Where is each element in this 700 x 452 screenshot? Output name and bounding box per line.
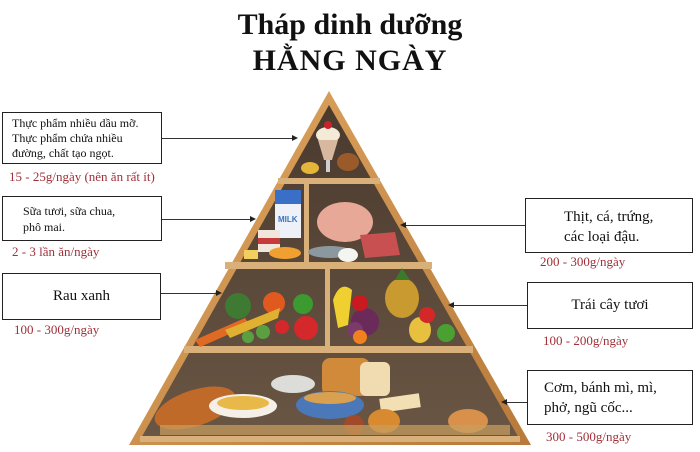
amount-grains: 300 - 500g/ngày bbox=[546, 429, 632, 444]
label-line: Rau xanh bbox=[52, 288, 111, 304]
amount-dairy: 2 - 3 lần ăn/ngày bbox=[12, 244, 100, 259]
connector-line bbox=[406, 225, 525, 226]
label-line: đường, chất tạo ngọt. bbox=[12, 146, 114, 160]
connector-line bbox=[507, 402, 527, 403]
svg-text:MILK: MILK bbox=[278, 215, 298, 224]
dairy-food-group: MILK bbox=[244, 190, 301, 259]
label-box-dairy: Sữa tươi, sữa chua, phô mai. bbox=[2, 196, 162, 241]
label-line: Sữa tươi, sữa chua, bbox=[23, 204, 116, 218]
arrow-icon bbox=[250, 216, 256, 222]
label-line: Trái cây tươi bbox=[571, 297, 649, 313]
arrow-icon bbox=[400, 222, 406, 228]
fruits-food-group bbox=[333, 268, 455, 344]
label-line: Thực phẩm chứa nhiều bbox=[12, 131, 123, 145]
label-box-fats-sweets: Thực phẩm nhiều dầu mỡ. Thực phẩm chứa n… bbox=[2, 112, 162, 164]
amount-fats-sweets: 15 - 25g/ngày (nên ăn rất ít) bbox=[9, 169, 155, 184]
label-box-grains: Cơm, bánh mì, mì, phở, ngũ cốc... bbox=[527, 370, 693, 425]
page-title: Tháp dinh dưỡng bbox=[237, 8, 463, 41]
label-box-fruits: Trái cây tươi bbox=[527, 282, 693, 329]
label-line: Cơm, bánh mì, mì, bbox=[544, 380, 657, 396]
connector-line bbox=[162, 138, 292, 139]
vegetables-food-group bbox=[195, 292, 318, 347]
amount-fruits: 100 - 200g/ngày bbox=[543, 333, 629, 348]
label-box-vegetables: Rau xanh bbox=[2, 273, 161, 320]
page-subtitle: HẰNG NGÀY bbox=[252, 44, 448, 77]
label-line: Thực phẩm nhiều dầu mỡ. bbox=[12, 116, 139, 130]
label-line: phở, ngũ cốc... bbox=[544, 400, 633, 416]
arrow-icon bbox=[292, 135, 298, 141]
label-line: phô mai. bbox=[23, 220, 65, 234]
sweets-food-group bbox=[301, 121, 359, 174]
arrow-icon bbox=[501, 399, 507, 405]
label-line: các loại đậu. bbox=[564, 229, 640, 245]
protein-food-group bbox=[308, 202, 400, 262]
label-box-protein: Thịt, cá, trứng, các loại đậu. bbox=[525, 198, 693, 253]
grains-food-group bbox=[154, 358, 510, 435]
connector-line bbox=[161, 293, 216, 294]
connector-line bbox=[162, 219, 250, 220]
label-line: Thịt, cá, trứng, bbox=[564, 209, 654, 225]
arrow-icon bbox=[216, 290, 222, 296]
amount-vegetables: 100 - 300g/ngày bbox=[14, 322, 100, 337]
arrow-icon bbox=[448, 302, 454, 308]
amount-protein: 200 - 300g/ngày bbox=[540, 254, 626, 269]
connector-line bbox=[454, 305, 527, 306]
